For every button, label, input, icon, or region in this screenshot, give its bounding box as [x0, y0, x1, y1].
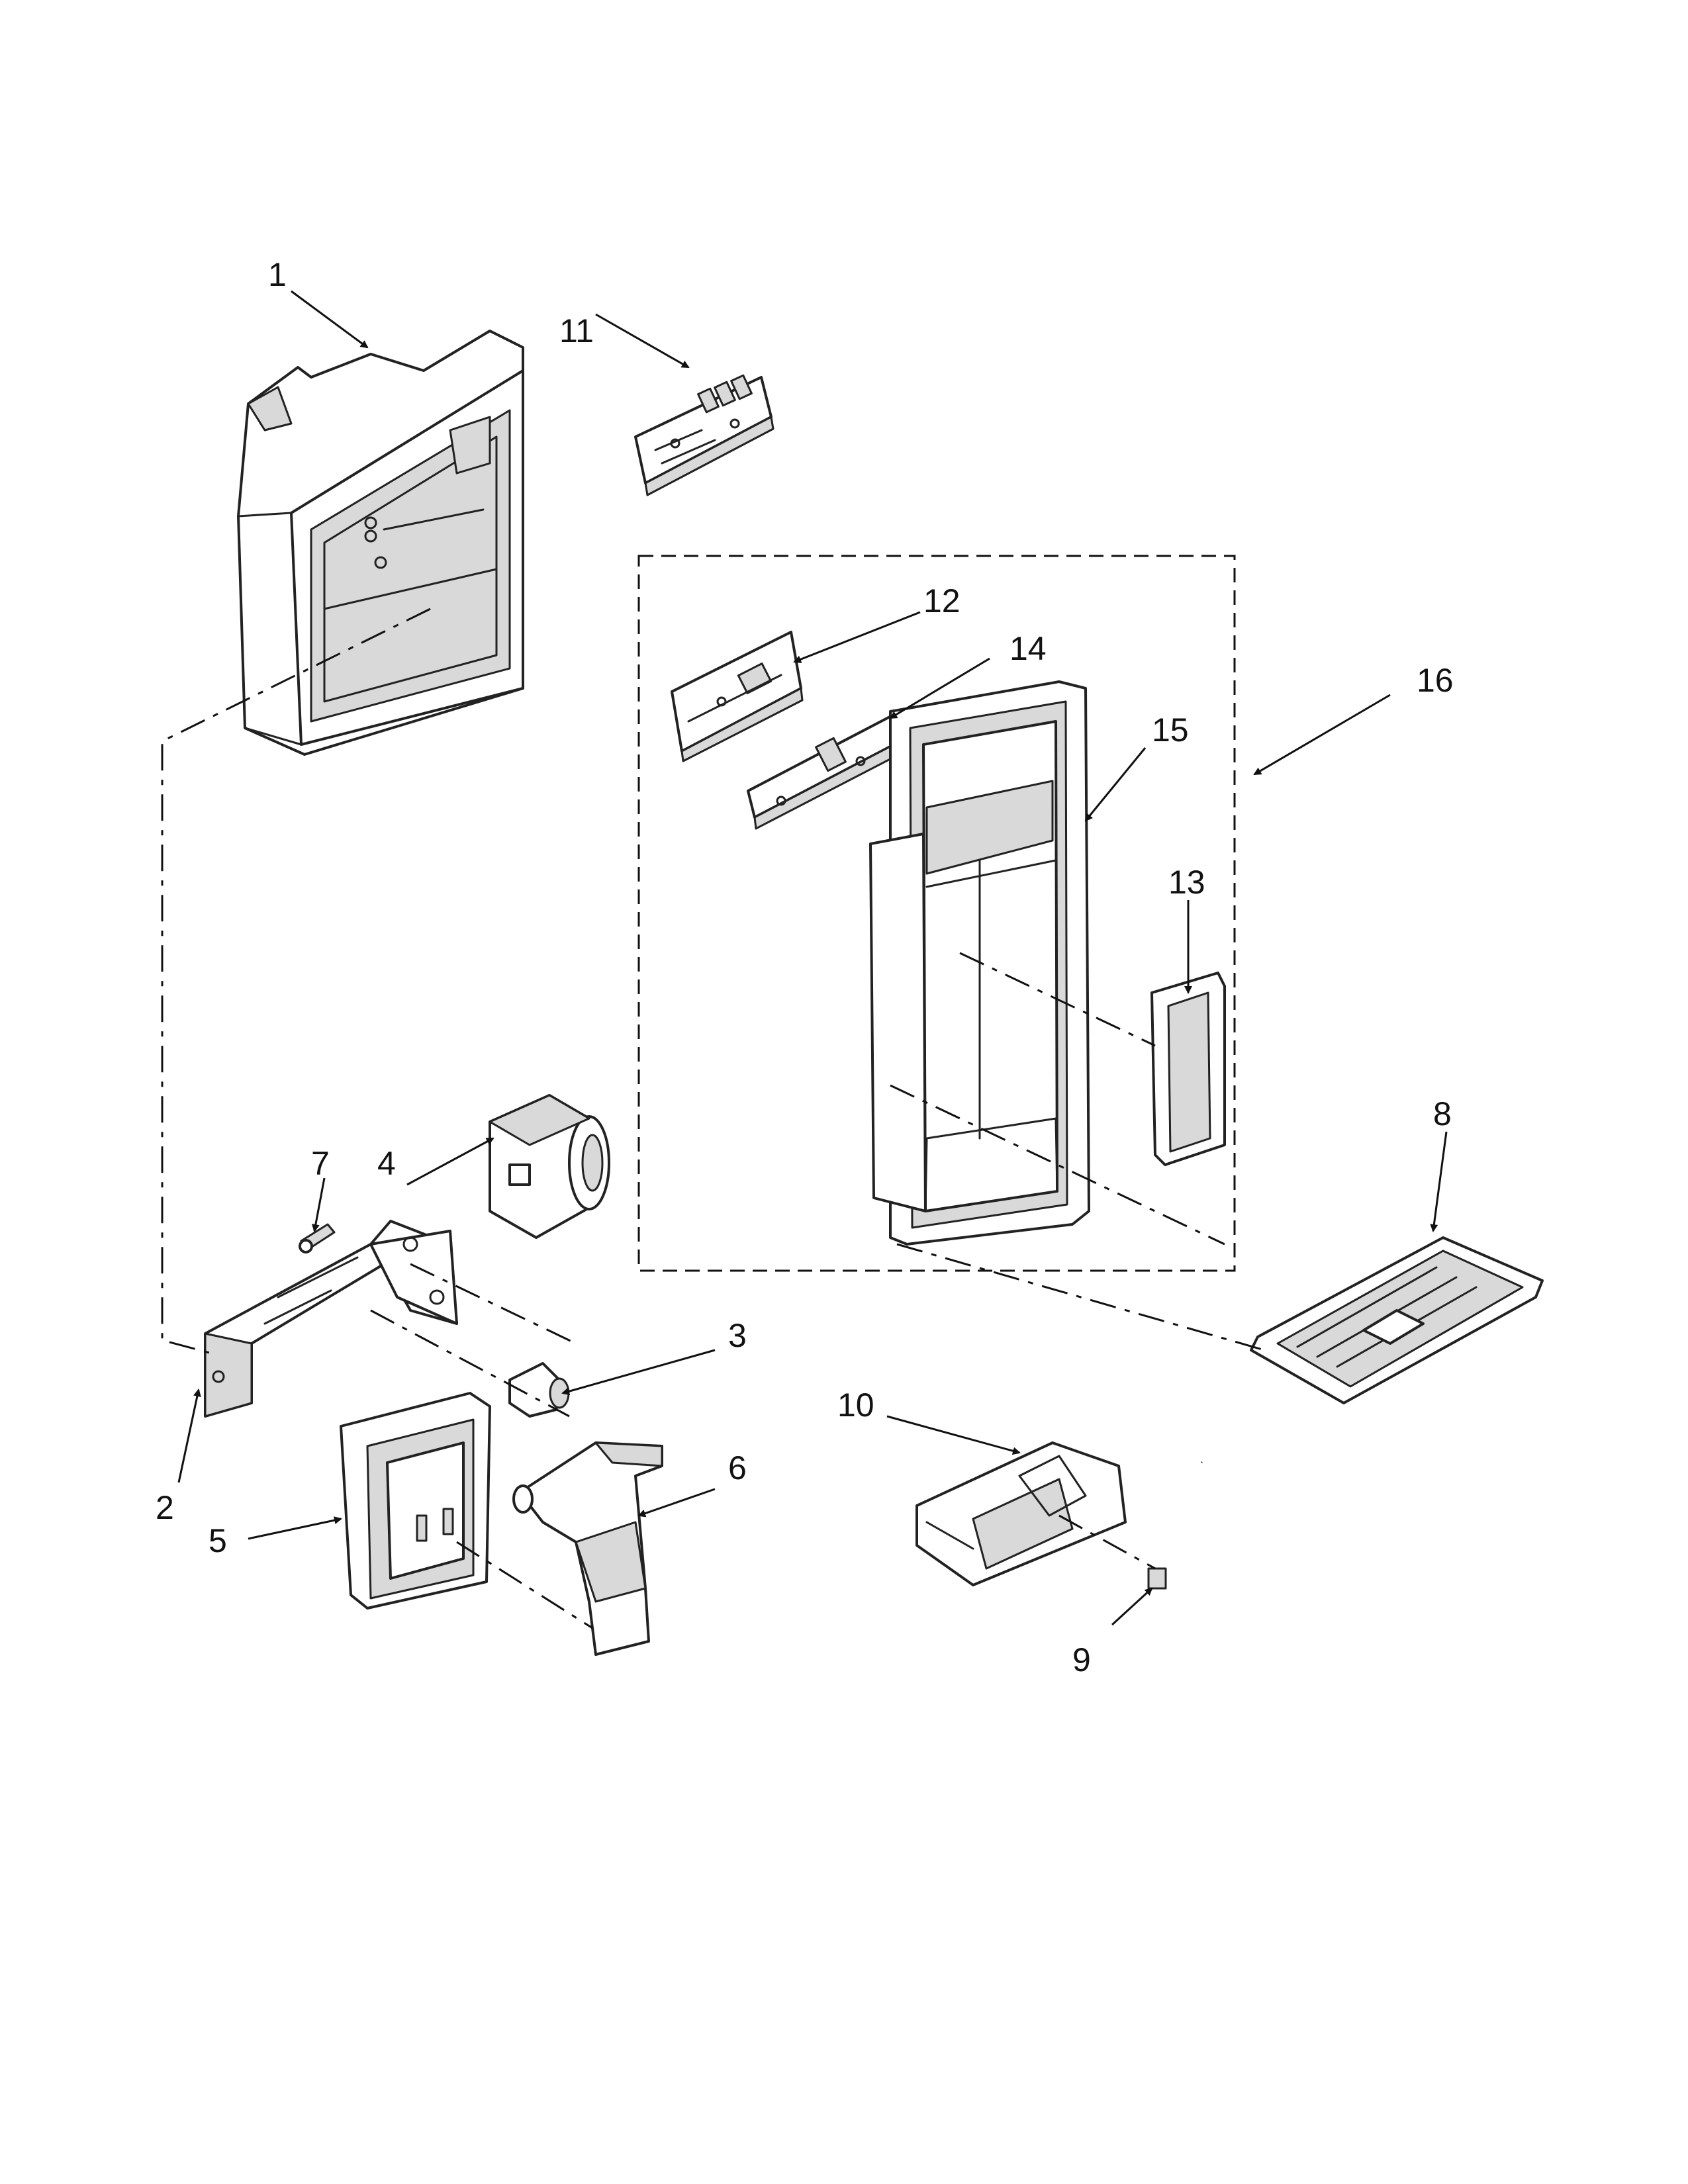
callout-16: 16 — [1417, 662, 1454, 699]
part-4-motor — [489, 1094, 610, 1239]
callout-leaders — [177, 290, 1448, 1626]
part-11-control-board — [634, 374, 774, 496]
callout-6: 6 — [728, 1449, 747, 1486]
part-6-lever — [512, 1441, 663, 1656]
callout-1: 1 — [268, 256, 287, 293]
callout-5: 5 — [209, 1522, 227, 1559]
part-9-tube — [1147, 1461, 1204, 1590]
part-5-door-cover — [340, 1392, 491, 1610]
callout-8: 8 — [1433, 1095, 1452, 1132]
callout-3: 3 — [728, 1317, 747, 1354]
part-7-screw — [299, 1223, 336, 1253]
callout-14: 14 — [1009, 630, 1047, 667]
part-15-dispenser-frame — [869, 680, 1090, 1246]
callout-7: 7 — [311, 1145, 330, 1182]
part-2-bracket — [204, 1220, 458, 1418]
callout-11: 11 — [559, 312, 594, 349]
assembly-group-box — [637, 555, 1236, 1272]
callout-13: 13 — [1168, 864, 1205, 901]
callout-10: 10 — [837, 1387, 874, 1424]
callout-2: 2 — [156, 1489, 174, 1526]
callout-9: 9 — [1072, 1641, 1091, 1678]
part-1-housing — [237, 330, 524, 756]
callout-12: 12 — [923, 582, 961, 619]
part-12-bracket — [671, 631, 804, 762]
callout-15: 15 — [1152, 711, 1189, 749]
part-10-bracket — [915, 1441, 1127, 1586]
callout-4: 4 — [377, 1145, 396, 1182]
part-14-switch-bracket — [747, 713, 903, 830]
part-13-paddle — [1150, 972, 1226, 1166]
assembly-lines — [161, 608, 1265, 1629]
callout-labels: 1 2 3 4 5 6 7 8 9 10 11 12 13 14 15 16 — [156, 256, 1454, 1678]
part-8-drip-tray — [1250, 1236, 1544, 1404]
